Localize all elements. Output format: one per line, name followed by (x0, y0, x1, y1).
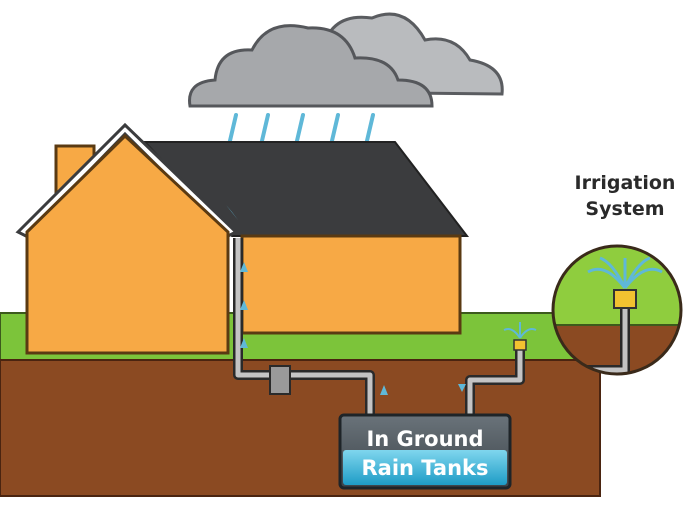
tank-label-line1: In Ground (366, 427, 483, 451)
irrigation-label-line2: System (585, 198, 664, 220)
irrigation-label-line1: Irrigation (575, 172, 676, 194)
water-flow-arrows (226, 205, 466, 395)
gable-wall (25, 133, 230, 355)
filter-box (269, 365, 291, 395)
cloud-group (188, 12, 504, 108)
pipes (233, 238, 525, 415)
cloud-front (188, 24, 434, 108)
sprinkler-spray (503, 322, 537, 339)
rain-tank: In Ground Rain Tanks (338, 413, 512, 490)
sprinkler-head (513, 339, 527, 351)
tank-label-line2: Rain Tanks (361, 456, 488, 480)
right-wall (240, 234, 462, 335)
